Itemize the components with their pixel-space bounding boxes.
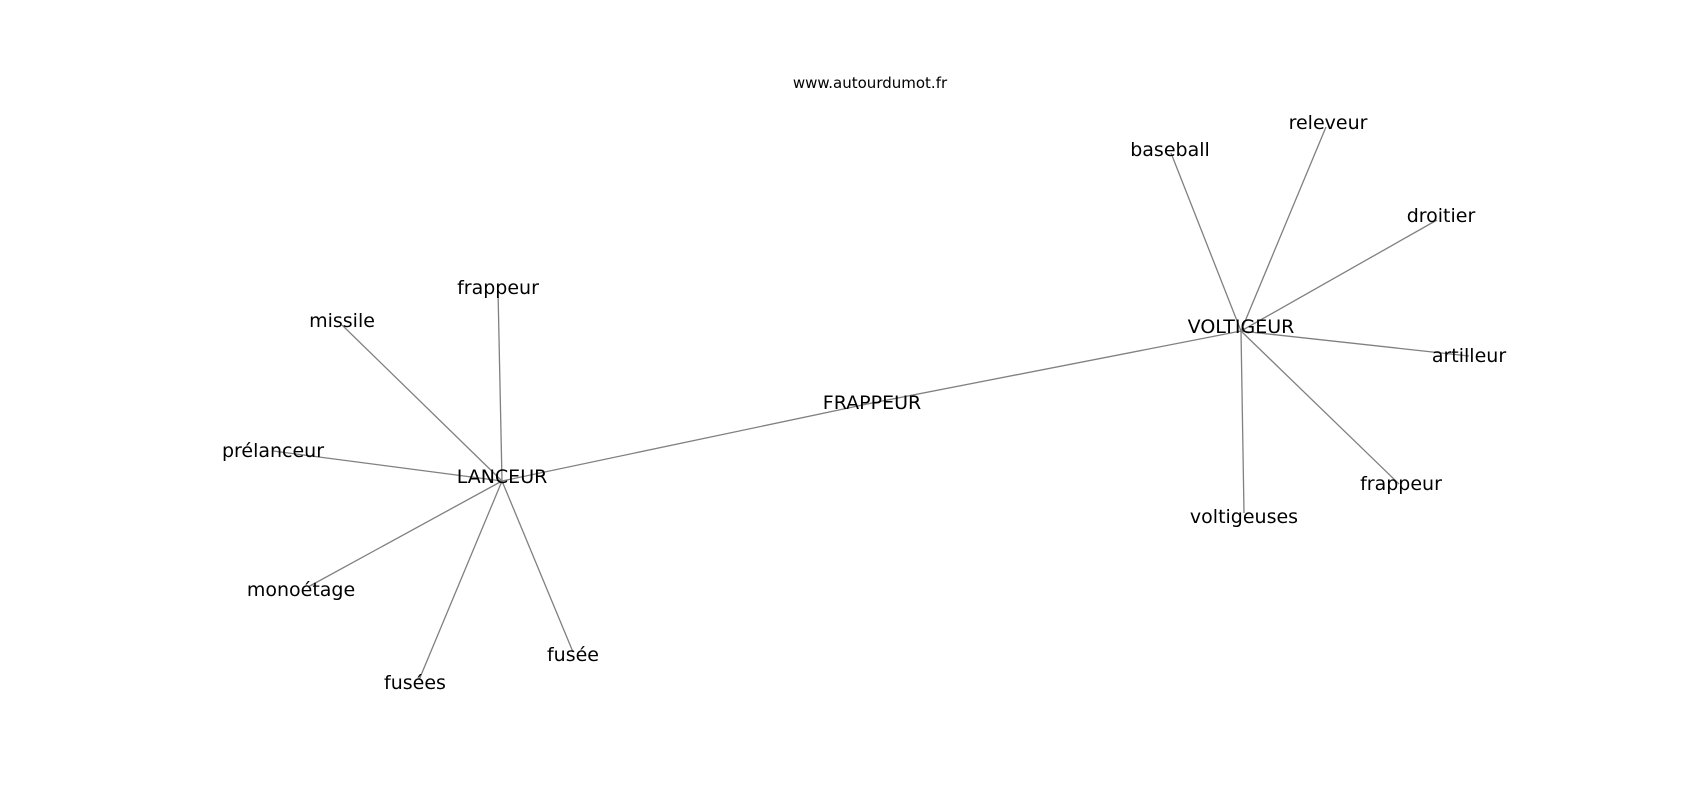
edge-lanceur-fusees xyxy=(418,480,503,681)
node-voltigeuses[interactable]: voltigeuses xyxy=(1190,506,1298,528)
node-voltigeur[interactable]: VOLTIGEUR xyxy=(1188,316,1295,338)
edge-voltigeur-releveur xyxy=(1240,126,1327,332)
node-fusee[interactable]: fusée xyxy=(547,644,599,666)
node-lanceur[interactable]: LANCEUR xyxy=(457,466,548,488)
edge-lanceur-frappeur_center xyxy=(501,402,873,482)
edge-frappeur_center-voltigeur xyxy=(871,330,1242,404)
edges-layer xyxy=(272,126,1470,681)
edge-lanceur-missile xyxy=(341,324,503,482)
node-frappeur_center[interactable]: FRAPPEUR xyxy=(823,392,921,414)
node-droitier[interactable]: droitier xyxy=(1407,205,1476,227)
nodes-layer: FRAPPEUR LANCEUR VOLTIGEUR frappeur missile p… xyxy=(222,112,1506,694)
edge-voltigeur-droitier xyxy=(1240,219,1438,332)
node-prelanceur[interactable]: prélanceur xyxy=(222,440,324,462)
edge-voltigeur-voltigeuses xyxy=(1240,330,1245,514)
edge-voltigeur-frappeur_r xyxy=(1240,330,1400,485)
node-artilleur[interactable]: artilleur xyxy=(1432,345,1506,367)
watermark-text: www.autourdumot.fr xyxy=(793,74,948,92)
node-frappeur_l[interactable]: frappeur xyxy=(457,277,539,299)
edge-lanceur-prelanceur xyxy=(272,450,503,482)
node-baseball[interactable]: baseball xyxy=(1130,139,1210,161)
node-missile[interactable]: missile xyxy=(309,310,375,332)
edge-lanceur-frappeur_l xyxy=(497,289,503,482)
node-monoetage[interactable]: monoétage xyxy=(247,579,355,601)
node-fusees[interactable]: fusées xyxy=(384,672,446,694)
node-frappeur_r[interactable]: frappeur xyxy=(1360,473,1442,495)
edge-voltigeur-artilleur xyxy=(1240,330,1470,357)
edge-lanceur-monoetage xyxy=(307,480,503,588)
edge-voltigeur-baseball xyxy=(1170,152,1242,332)
edge-lanceur-fusee xyxy=(501,480,574,653)
node-releveur[interactable]: releveur xyxy=(1289,112,1368,134)
